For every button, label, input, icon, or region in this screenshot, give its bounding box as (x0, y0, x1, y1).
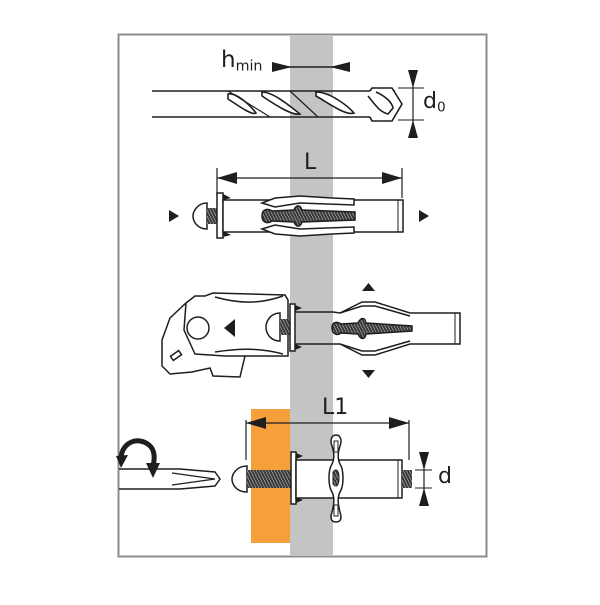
label-h-min-sub: min (235, 58, 263, 75)
label-L: L (304, 150, 317, 175)
step-2-insert-anchor (169, 168, 429, 239)
label-d0-main: d (423, 89, 437, 114)
step-3-setting-tool (161, 283, 461, 378)
label-L1: L1 (322, 395, 349, 420)
label-h-min: hmin (221, 49, 262, 74)
label-d: d (438, 464, 452, 489)
label-d0: d0 (423, 91, 446, 115)
label-h-min-main: h (221, 47, 236, 73)
step-4-fasten (116, 417, 432, 523)
label-d0-sub: 0 (436, 99, 446, 116)
step-1-drill (152, 62, 424, 138)
